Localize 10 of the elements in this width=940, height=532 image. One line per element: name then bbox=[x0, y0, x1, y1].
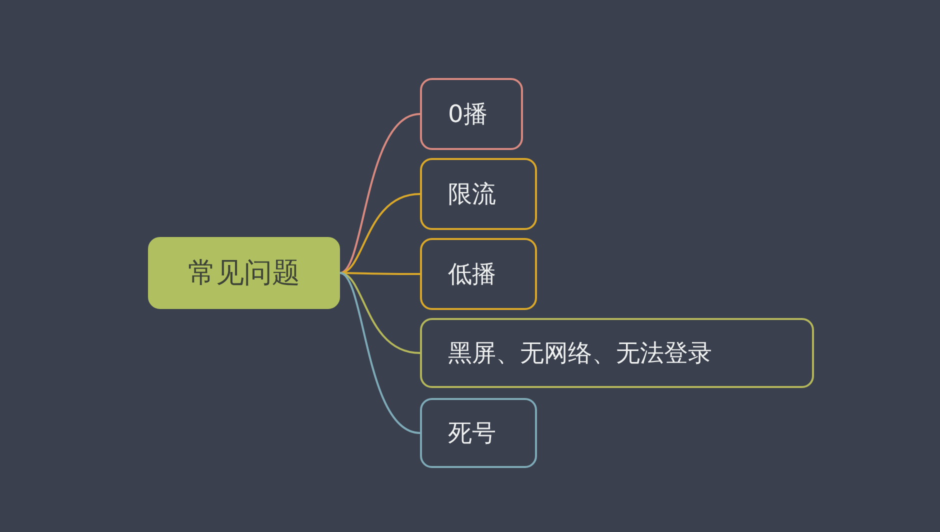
connector-line bbox=[340, 272, 420, 354]
connector-line bbox=[340, 193, 420, 274]
branch-box: 死号 bbox=[420, 398, 537, 468]
branch-box: 黑屏、无网络、无法登录 bbox=[420, 318, 814, 388]
connector-line bbox=[340, 113, 420, 274]
branch-box: 0播 bbox=[420, 78, 523, 150]
connector-line bbox=[340, 272, 420, 434]
topic-box: 常见问题 bbox=[148, 237, 340, 309]
branch-box: 低播 bbox=[420, 238, 537, 310]
branch-box: 限流 bbox=[420, 158, 537, 230]
